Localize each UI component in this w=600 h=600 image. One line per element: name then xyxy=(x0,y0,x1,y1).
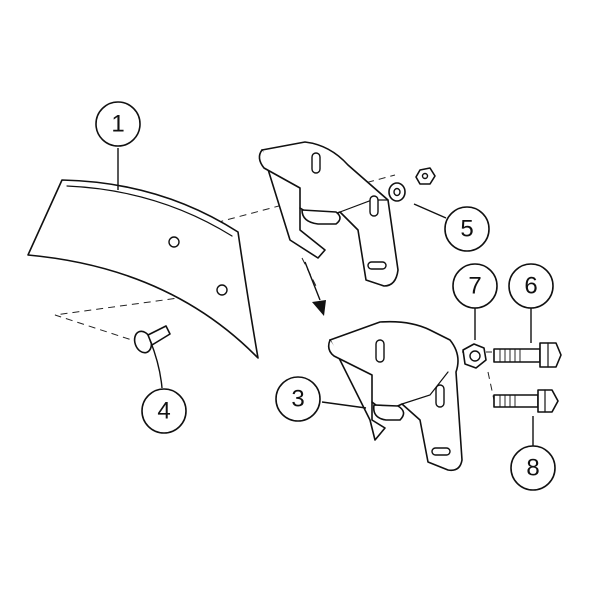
callout-6: 6 xyxy=(508,263,554,309)
upper-bracket-slot-3 xyxy=(367,261,387,270)
upper-bracket-slot-2 xyxy=(369,195,379,217)
callout-7-label: 7 xyxy=(468,273,481,300)
arrow-head-icon xyxy=(312,300,326,316)
callout-4: 4 xyxy=(141,388,187,434)
hex-bolt-lower-part xyxy=(493,389,559,413)
lower-bracket-slot-2 xyxy=(435,384,445,408)
upper-bracket-slot-1 xyxy=(311,152,321,174)
direction-arrow xyxy=(304,261,326,316)
callout-6-label: 6 xyxy=(524,273,537,300)
callout-3-label: 3 xyxy=(291,386,304,413)
callout-5-label: 5 xyxy=(460,216,473,243)
callout-1: 1 xyxy=(95,101,141,147)
lower-bracket-slot-1 xyxy=(375,339,385,363)
lower-bracket-slot-3 xyxy=(431,447,451,456)
callout-8: 8 xyxy=(510,445,556,491)
lower-bracket-part xyxy=(327,320,463,472)
callout-1-label: 1 xyxy=(111,111,124,138)
blade-hole-upper xyxy=(168,236,180,248)
washer-and-nut-upper xyxy=(388,167,436,202)
callout-3: 3 xyxy=(275,376,321,422)
curved-blade-part xyxy=(27,179,259,359)
callout-leaders xyxy=(117,148,534,446)
blade-hole-lower xyxy=(216,284,228,296)
nut-lower-part xyxy=(462,343,487,369)
callout-7: 7 xyxy=(452,263,498,309)
callout-5: 5 xyxy=(444,206,490,252)
upper-bracket-part xyxy=(258,141,399,287)
callout-8-label: 8 xyxy=(526,455,539,482)
callout-4-label: 4 xyxy=(157,398,170,425)
hex-bolt-part xyxy=(493,342,562,368)
